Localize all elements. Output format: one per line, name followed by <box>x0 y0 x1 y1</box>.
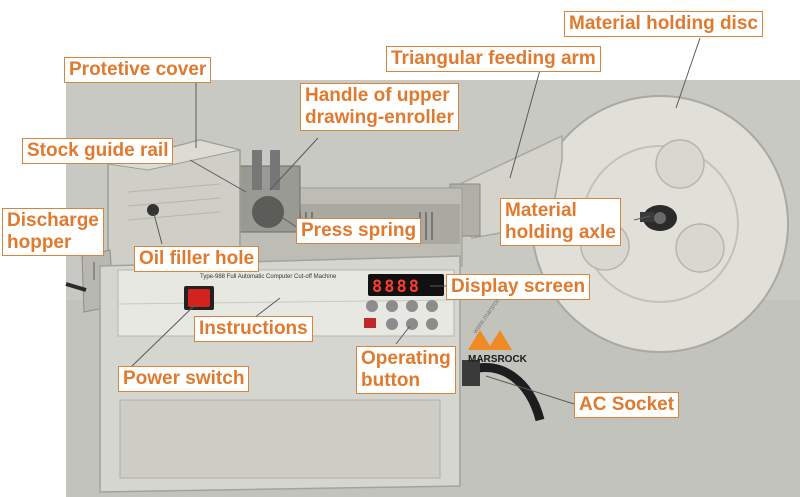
power-switch-rocker <box>188 289 210 307</box>
brand-name: MARSROCK <box>468 354 528 365</box>
leader-instructions <box>253 297 281 319</box>
leader-stock-guide-rail <box>189 159 247 193</box>
label-protective-cover: Protetive cover <box>64 57 212 83</box>
label-display-screen: Display screen <box>446 274 591 300</box>
label-material-holding-disc: Material holding disc <box>564 11 763 37</box>
leader-lines <box>93 37 701 405</box>
panel-title: Type-988 Full Automatic Computer Cut-off… <box>200 274 337 280</box>
upper-drawing-enroller-handle <box>237 150 301 233</box>
brand-logo <box>468 330 512 350</box>
operating-buttons <box>364 300 438 330</box>
leader-triangular-feeding-arm <box>509 69 541 179</box>
ac-socket <box>462 360 480 386</box>
label-power-switch: Power switch <box>118 366 250 392</box>
lower-panel <box>119 399 441 479</box>
leader-material-holding-disc <box>675 37 701 109</box>
power-cable <box>65 282 87 292</box>
leader-ac-socket <box>485 375 575 405</box>
leader-power-switch <box>129 303 197 369</box>
label-stock-guide-rail: Stock guide rail <box>22 138 174 164</box>
label-press-spring: Press spring <box>296 218 422 244</box>
label-operating-button: Operating button <box>356 346 456 394</box>
label-handle-of-upper-drawing-enroller: Handle of upper drawing-enroller <box>300 83 459 131</box>
leader-press-spring <box>279 215 299 229</box>
leader-operating-button <box>395 325 411 345</box>
oil-filler-hole <box>147 204 159 216</box>
label-discharge-hopper: Discharge hopper <box>2 208 104 256</box>
label-material-holding-axle: Material holding axle <box>500 198 621 246</box>
leader-material-holding-axle <box>633 215 651 221</box>
leader-oil-filler-hole <box>153 213 163 245</box>
label-ac-socket: AC Socket <box>574 392 680 418</box>
display-screen <box>368 274 444 296</box>
label-instructions: Instructions <box>194 316 313 342</box>
label-oil-filler-hole: Oil filler hole <box>134 246 260 272</box>
leader-handle <box>269 137 319 191</box>
label-triangular-feeding-arm: Triangular feeding arm <box>386 46 601 72</box>
display-digits: 8888 <box>372 277 421 297</box>
